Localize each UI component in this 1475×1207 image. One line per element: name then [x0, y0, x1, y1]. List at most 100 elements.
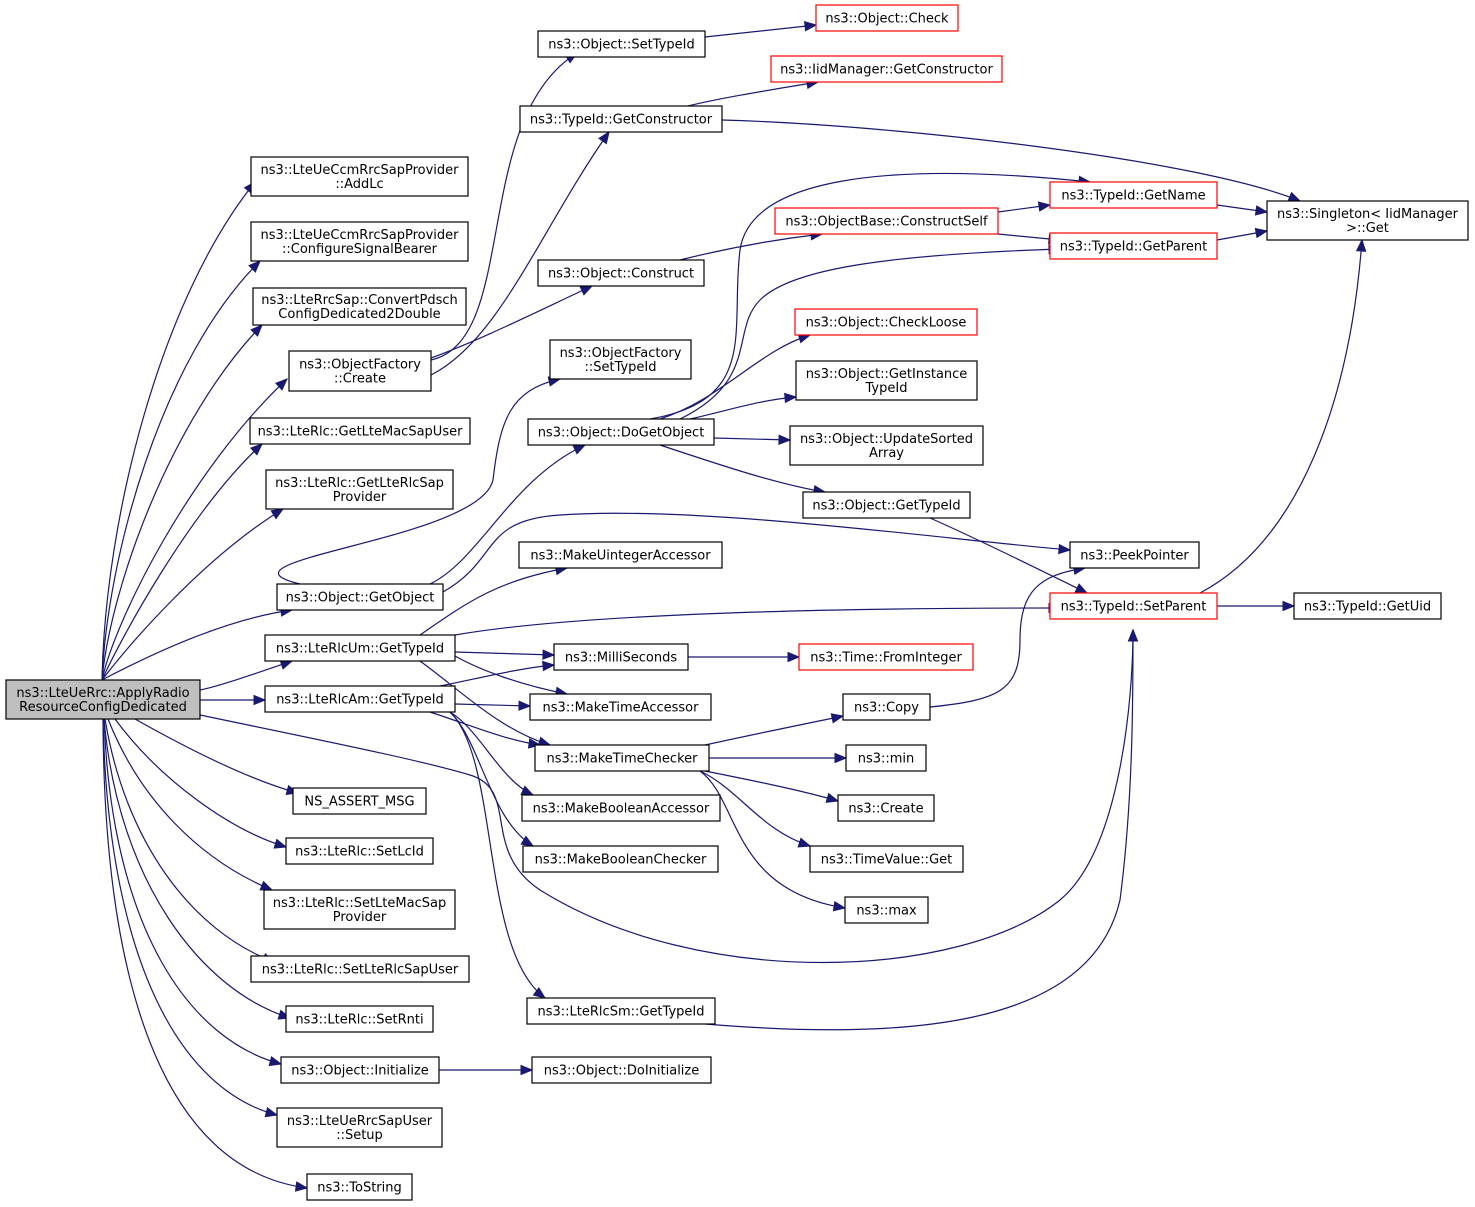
node-setrnti[interactable]: ns3::LteRlc::SetRnti — [285, 1005, 434, 1033]
arrowhead — [273, 838, 288, 849]
node-tostring[interactable]: ns3::ToString — [306, 1173, 413, 1201]
node-assert[interactable]: NS_ASSERT_MSG — [292, 787, 427, 815]
node-getmacuser[interactable]: ns3::LteRlc::GetLteMacSapUser — [249, 417, 471, 445]
arrowhead — [834, 752, 848, 764]
node-box — [809, 845, 964, 873]
node-amtype[interactable]: ns3::LteRlcAm::GetTypeId — [264, 685, 456, 713]
node-box — [789, 425, 984, 466]
node-millis[interactable]: ns3::MilliSeconds — [553, 643, 689, 671]
node-addlc[interactable]: ns3::LteUeCcmRrcSapProvider::AddLc — [250, 156, 469, 197]
edge-root-to-csb — [101, 260, 261, 681]
node-label: ns3::MakeTimeAccessor — [543, 701, 700, 716]
node-box — [795, 360, 978, 401]
edge-objgettype-to-setparent — [929, 517, 1089, 594]
arrowhead — [1282, 600, 1296, 612]
node-csb[interactable]: ns3::LteUeCcmRrcSapProvider::ConfigureSi… — [250, 221, 469, 262]
arrowhead — [520, 785, 535, 796]
node-setlcid[interactable]: ns3::LteRlc::SetLcId — [285, 837, 434, 865]
node-mkboolchk[interactable]: ns3::MakeBooleanChecker — [522, 845, 719, 873]
node-frominteger[interactable]: ns3::Time::FromInteger — [798, 643, 974, 671]
node-mktimechk[interactable]: ns3::MakeTimeChecker — [534, 744, 710, 772]
node-label: ns3::ObjectBase::ConstructSelf — [785, 215, 988, 230]
node-box — [1069, 541, 1200, 569]
arrowhead — [1287, 191, 1302, 202]
node-box — [264, 634, 456, 662]
arrowhead — [1074, 583, 1089, 594]
node-box — [265, 469, 454, 510]
node-doinit[interactable]: ns3::Object::DoInitialize — [531, 1056, 712, 1084]
node-box — [527, 418, 715, 446]
node-objgettype[interactable]: ns3::Object::GetTypeId — [802, 491, 971, 519]
edge-root-to-getrlcprov — [101, 508, 285, 681]
node-label: ns3::min — [858, 752, 915, 767]
edge-amtype-to-mkboolchk — [449, 711, 535, 847]
arrowhead — [579, 285, 594, 296]
node-tvget[interactable]: ns3::TimeValue::Get — [809, 845, 964, 873]
node-dogetobject[interactable]: ns3::Object::DoGetObject — [527, 418, 715, 446]
node-umtype[interactable]: ns3::LteRlcUm::GetTypeId — [264, 634, 456, 662]
node-box — [774, 207, 999, 235]
node-getparent[interactable]: ns3::TypeId::GetParent — [1049, 232, 1218, 260]
node-label: ns3::TimeValue::Get — [821, 853, 953, 868]
node-root[interactable]: ns3::LteUeRrc::ApplyRadioResourceConfigD… — [5, 679, 201, 720]
node-getname[interactable]: ns3::TypeId::GetName — [1049, 181, 1218, 209]
node-construct[interactable]: ns3::Object::Construct — [537, 259, 705, 287]
node-label: ns3::max — [856, 904, 917, 919]
node-box — [526, 997, 716, 1025]
node-settypeid[interactable]: ns3::Object::SetTypeId — [537, 30, 706, 58]
node-ofsettype[interactable]: ns3::ObjectFactory::SetTypeId — [549, 339, 692, 380]
node-cpdsch[interactable]: ns3::LteRrcSap::ConvertPdschConfigDedica… — [252, 287, 467, 326]
node-check[interactable]: ns3::Object::Check — [815, 4, 959, 32]
node-getctor[interactable]: ns3::TypeId::GetConstructor — [519, 105, 723, 133]
arrowhead — [1254, 227, 1269, 239]
node-setrlcuser[interactable]: ns3::LteRlc::SetLteRlcSapUser — [250, 955, 470, 983]
node-peek[interactable]: ns3::PeekPointer — [1069, 541, 1200, 569]
node-label: ns3::Object::GetObject — [286, 591, 435, 606]
edge-cself-to-getname — [997, 201, 1052, 213]
arrowhead — [804, 21, 818, 32]
node-create[interactable]: ns3::Create — [837, 794, 935, 822]
edge-root-to-tostring — [102, 718, 309, 1192]
arrowhead — [259, 880, 274, 891]
node-min[interactable]: ns3::min — [845, 744, 927, 772]
node-getuid[interactable]: ns3::TypeId::GetUid — [1293, 592, 1442, 620]
node-setparent[interactable]: ns3::TypeId::SetParent — [1049, 592, 1218, 620]
node-cself[interactable]: ns3::ObjectBase::ConstructSelf — [774, 207, 999, 235]
node-checkloose[interactable]: ns3::Object::CheckLoose — [794, 308, 978, 336]
edge-mktimechk-to-tvget — [699, 770, 812, 848]
node-getobject[interactable]: ns3::Object::GetObject — [276, 583, 444, 611]
node-initialize[interactable]: ns3::Object::Initialize — [280, 1056, 440, 1084]
node-max[interactable]: ns3::max — [844, 896, 929, 924]
node-mkuint[interactable]: ns3::MakeUintegerAccessor — [518, 541, 723, 569]
node-ofcreate[interactable]: ns3::ObjectFactory::Create — [288, 350, 432, 392]
edge-umtype-to-millis — [454, 649, 556, 660]
node-smtype[interactable]: ns3::LteRlcSm::GetTypeId — [526, 997, 716, 1025]
node-label: ns3::MilliSeconds — [565, 651, 678, 666]
node-box — [842, 693, 931, 721]
arrowhead — [294, 1181, 309, 1192]
node-box — [5, 679, 201, 720]
node-label: ns3::Object::Initialize — [291, 1064, 429, 1079]
edge-mktimechk-to-min — [709, 752, 848, 764]
node-singleton[interactable]: ns3::Singleton< IidManager >::Get — [1266, 200, 1469, 241]
arrowhead — [542, 649, 556, 660]
node-label: ns3::Object::CheckLoose — [806, 316, 967, 331]
node-setup[interactable]: ns3::LteUeRrcSapUser::Setup — [276, 1107, 443, 1148]
edge-root-to-setup — [102, 718, 279, 1118]
node-copy[interactable]: ns3::Copy — [842, 693, 931, 721]
node-box — [534, 744, 710, 772]
edge-millis-to-frominteger — [688, 651, 801, 663]
node-mktimeacc[interactable]: ns3::MakeTimeAccessor — [529, 693, 712, 721]
node-mkboolacc[interactable]: ns3::MakeBooleanAccessor — [521, 794, 721, 822]
node-box — [794, 308, 978, 336]
node-label: ns3::LteUeRrc::ApplyRadio — [16, 686, 189, 701]
node-label: ns3::LteRlcSm::GetTypeId — [538, 1005, 705, 1020]
node-iidctor[interactable]: ns3::IidManager::GetConstructor — [770, 55, 1003, 83]
edge-smtype-to-setparent — [704, 628, 1139, 1031]
edge-getparent-to-singleton — [1216, 227, 1269, 241]
edge-umtype-to-setparent — [454, 602, 1062, 636]
